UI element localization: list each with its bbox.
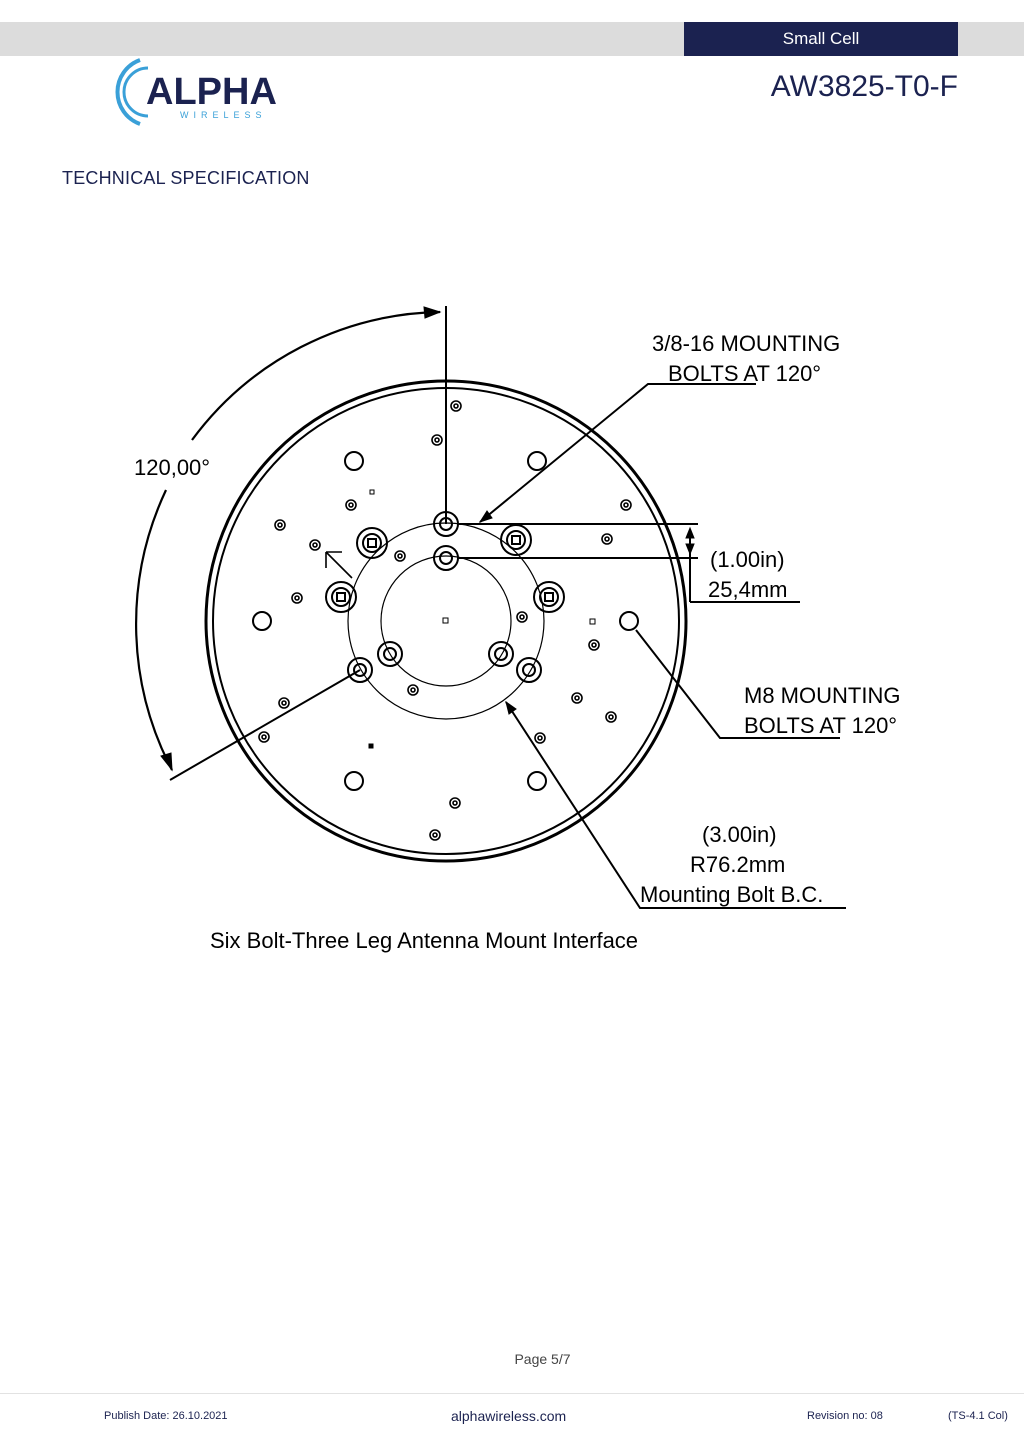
angle-arc-lower xyxy=(135,489,173,771)
logo-swoosh-outer-icon xyxy=(115,58,141,126)
form-code: (TS-4.1 Col) xyxy=(948,1410,1008,1422)
revision-number: Revision no: 08 xyxy=(807,1410,883,1422)
callout-m8-line2: BOLTS AT 120° xyxy=(744,713,897,738)
callout-3-8-line1: 3/8-16 MOUNTING xyxy=(652,331,840,356)
offset-mm: 25,4mm xyxy=(708,577,787,602)
small-screw-holes xyxy=(258,400,632,841)
logo-wordmark: ALPHA xyxy=(146,71,277,113)
offset-inches: (1.00in) xyxy=(710,547,785,572)
radius-inches: (3.00in) xyxy=(702,822,777,847)
footer-divider xyxy=(0,1393,1024,1394)
angle-arc-upper xyxy=(191,310,441,441)
arrow-marker-icon xyxy=(325,551,353,579)
radius-mm: R76.2mm xyxy=(690,852,785,877)
logo-tagline: WIRELESS xyxy=(180,110,267,120)
mount-interface-drawing: 120,00° 3/8-16 MOUNTING BOLTS AT 120° (1… xyxy=(0,290,1024,970)
section-title: TECHNICAL SPECIFICATION xyxy=(62,168,310,188)
center-bore xyxy=(380,555,512,687)
alpha-wireless-logo: ALPHA WIRELESS xyxy=(110,56,310,128)
arrowhead-top-icon xyxy=(423,306,442,319)
drawing-caption: Six Bolt-Three Leg Antenna Mount Interfa… xyxy=(210,928,638,953)
radius-description: Mounting Bolt B.C. xyxy=(640,882,823,907)
product-code: AW3825-T0-F xyxy=(770,70,958,103)
large-holes xyxy=(252,451,639,791)
logo-swoosh-inner-icon xyxy=(122,66,149,118)
callout-3-8-line2: BOLTS AT 120° xyxy=(668,361,821,386)
angle-label: 120,00° xyxy=(134,455,210,480)
category-tab: Small Cell xyxy=(684,22,958,56)
publish-date: Publish Date: 26.10.2021 xyxy=(104,1410,228,1422)
arrowhead-bottom-icon xyxy=(160,752,173,772)
website-link[interactable]: alphawireless.com xyxy=(451,1408,567,1424)
page-number: Page 5/7 xyxy=(514,1351,571,1367)
callout-m8-line1: M8 MOUNTING xyxy=(744,683,900,708)
